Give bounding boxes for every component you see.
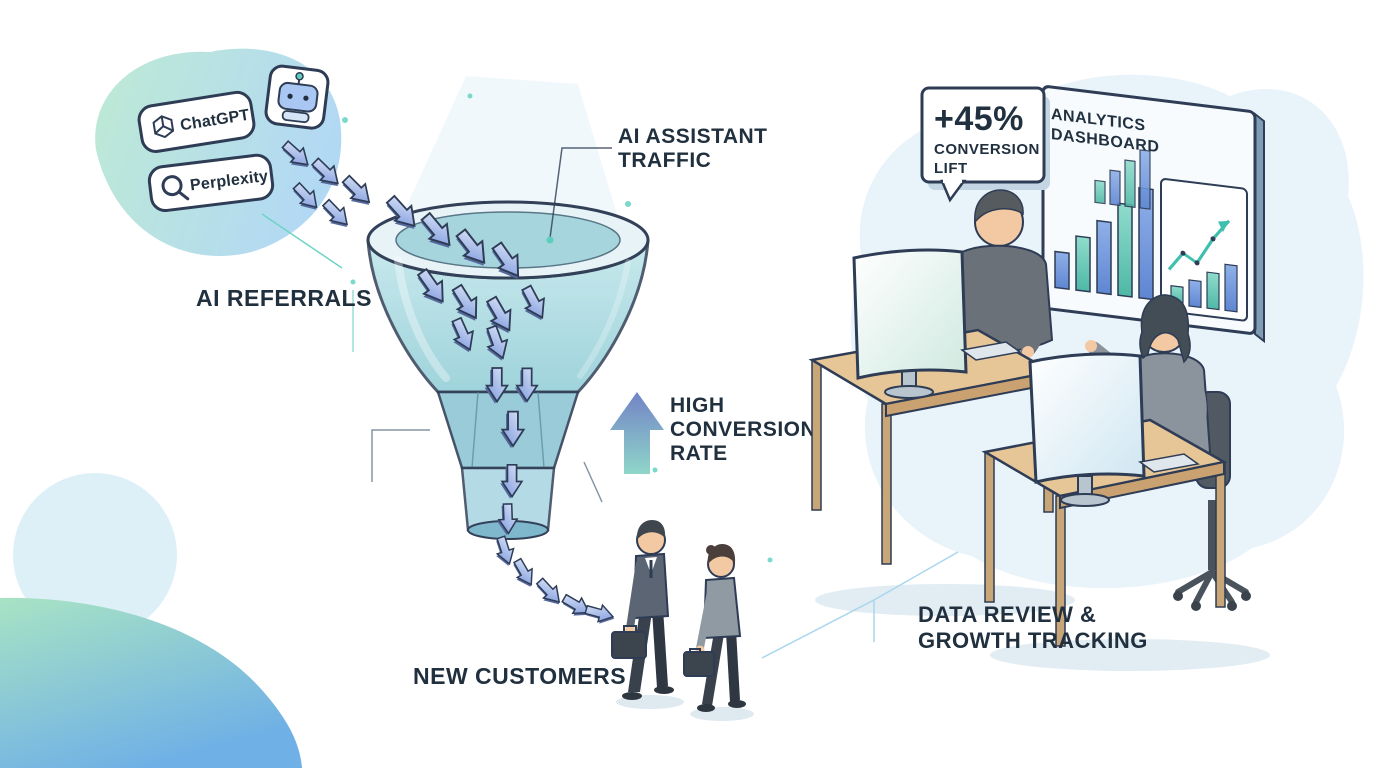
- referral-connector-line: [261, 213, 343, 269]
- analytics-scene: ANALYTICS DASHBOARD: [761, 85, 1270, 671]
- svg-text:TRAFFIC: TRAFFIC: [618, 149, 711, 172]
- callout-line2: LIFT: [934, 160, 968, 177]
- flow-arrow-icon: [582, 600, 618, 628]
- svg-text:DATA REVIEW &: DATA REVIEW &: [918, 602, 1096, 627]
- sparkle-dots: [342, 93, 773, 563]
- desk1-shadow: [815, 584, 1075, 616]
- callout-line1: CONVERSION: [934, 141, 1040, 158]
- svg-text:AI ASSISTANT: AI ASSISTANT: [618, 125, 768, 148]
- flow-arrow-icon: [531, 574, 568, 612]
- new-customers-label: NEW CUSTOMERS: [413, 663, 626, 689]
- funnel-light-beam: [392, 76, 624, 238]
- blob-bottom-corner: [0, 597, 302, 768]
- perplexity-badge: Perplexity: [147, 153, 275, 213]
- new-customers-figures: [611, 520, 754, 721]
- monitor-2: [1028, 352, 1146, 507]
- ai-assistant-badge: [264, 64, 330, 130]
- openai-logo-icon: [152, 115, 175, 139]
- up-arrow-icon: [610, 392, 664, 474]
- flow-arrow-icon: [336, 170, 379, 213]
- walking-woman: [683, 544, 746, 712]
- keyboard-2: [1138, 453, 1200, 473]
- conversion-lift-callout: +45% CONVERSION LIFT: [920, 86, 1050, 203]
- magnifier-icon: [161, 175, 190, 201]
- svg-text:GROWTH TRACKING: GROWTH TRACKING: [918, 628, 1148, 653]
- walking-man: [611, 520, 674, 700]
- ai-referrals-label: AI REFERRALS: [196, 285, 372, 311]
- ai-assistant-traffic-label: AI ASSISTANT TRAFFIC: [546, 125, 768, 244]
- data-review-label: DATA REVIEW & GROWTH TRACKING: [918, 602, 1148, 653]
- analytics-dashboard-panel: ANALYTICS DASHBOARD: [1041, 85, 1265, 344]
- data-review-connectors: [761, 551, 959, 659]
- label-leader-line: [549, 147, 612, 239]
- dashboard-mini-bars: [1094, 149, 1151, 210]
- callout-value: +45%: [934, 100, 1024, 138]
- keyboard-1: [960, 341, 1022, 361]
- growth-arrow-icon: [1218, 220, 1229, 233]
- svg-text:CONVERSION: CONVERSION: [670, 418, 816, 441]
- flow-arrow-icon: [317, 195, 356, 235]
- dashboard-bar-chart: [1054, 186, 1154, 301]
- svg-text:RATE: RATE: [670, 442, 728, 465]
- svg-text:HIGH: HIGH: [670, 394, 725, 417]
- chatgpt-badge: ChatGPT: [137, 90, 256, 153]
- high-conversion-rate: HIGH CONVERSION RATE: [610, 392, 816, 474]
- conversion-funnel: [352, 200, 650, 540]
- flow-arrow-icon: [507, 555, 541, 592]
- dashboard-growth-panel: [1160, 178, 1248, 322]
- robot-icon: [277, 72, 319, 124]
- desk2-shadow: [990, 639, 1270, 671]
- monitor-1: [852, 248, 968, 399]
- blob-left-circle: [13, 473, 177, 637]
